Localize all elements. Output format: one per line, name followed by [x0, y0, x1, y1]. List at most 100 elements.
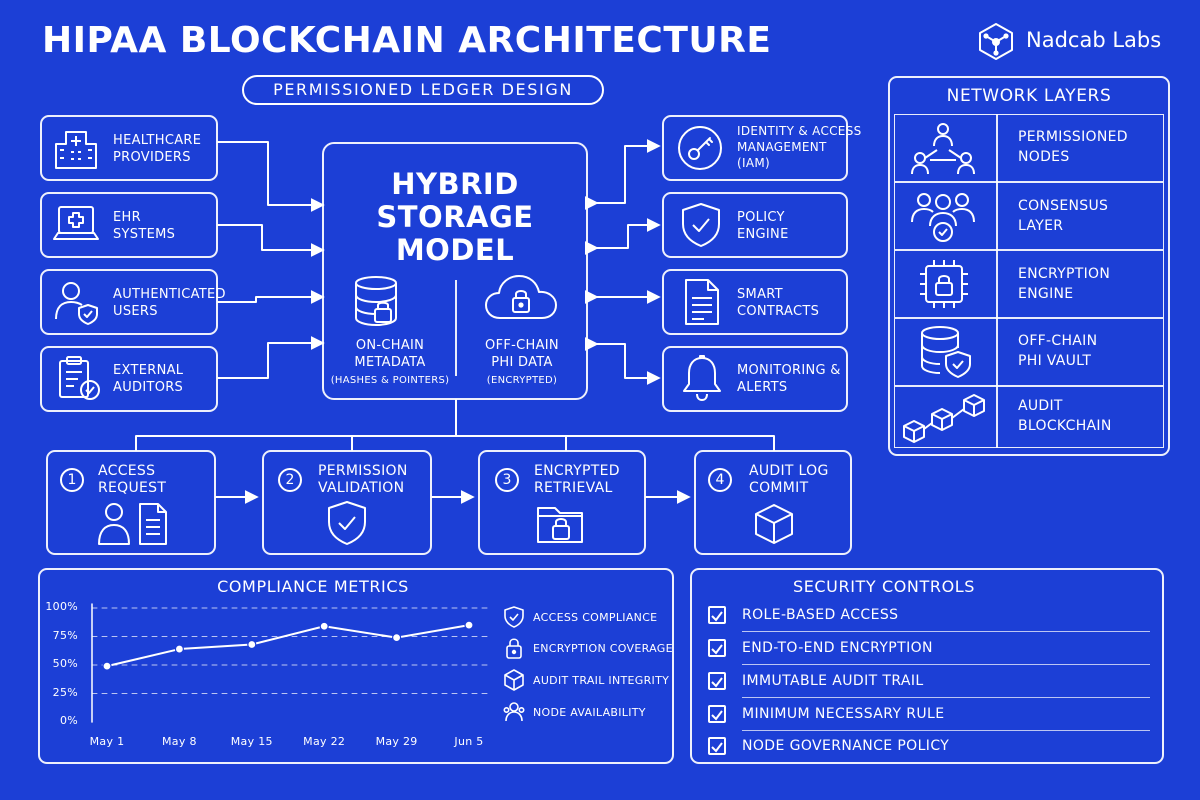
flow-step-access-request[interactable]	[46, 450, 216, 555]
source-label-ehr-systems: EHR SYSTEMS	[113, 210, 176, 242]
connector-users	[217, 290, 325, 304]
source-label-authenticated-users: AUTHENTICATED USERS	[113, 287, 226, 319]
chart-y-tick-label: 100%	[45, 600, 78, 613]
control-divider	[742, 697, 1150, 698]
page-title: HIPAA BLOCKCHAIN ARCHITECTURE	[42, 20, 772, 61]
layer-card-consensus-layer[interactable]	[996, 182, 1164, 250]
compliance-metrics-panel	[38, 568, 674, 764]
service-card-monitoring[interactable]	[662, 346, 848, 412]
hub-title: HYBRID STORAGE MODEL	[376, 167, 534, 267]
chart-series-line	[106, 624, 470, 668]
legend-label-node-availability: NODE AVAILABILITY	[533, 706, 646, 719]
connector-auditors	[217, 336, 325, 379]
legend-label-encryption-coverage: ENCRYPTION COVERAGE	[533, 642, 673, 655]
users-icon	[503, 701, 525, 723]
chart-data-point[interactable]	[102, 661, 112, 671]
chart-x-tick-label: May 22	[303, 735, 346, 748]
layer-label-permissioned-nodes: PERMISSIONED NODES	[1018, 129, 1128, 165]
source-label-healthcare-providers: HEALTHCARE PROVIDERS	[113, 133, 202, 165]
layer-card-encryption-engine[interactable]	[996, 250, 1164, 318]
shield-check-icon	[326, 500, 368, 546]
layer-card-off-chain-phi-vault[interactable]	[996, 318, 1164, 386]
layer-label-encryption-engine: ENCRYPTION ENGINE	[1018, 266, 1111, 302]
compliance-chart	[91, 603, 491, 723]
chart-x-tick-label: May 8	[162, 735, 197, 748]
connector-iam	[584, 139, 661, 210]
shield-check-icon	[504, 606, 524, 628]
key-icon	[676, 124, 724, 172]
checkbox-checked-icon[interactable]	[708, 606, 726, 624]
security-controls-panel	[690, 568, 1164, 764]
control-label-role-based-access: ROLE-BASED ACCESS	[742, 607, 899, 623]
step-label-permission-validation: PERMISSION VALIDATION	[318, 463, 408, 496]
cube-icon	[752, 502, 796, 546]
database-shield-icon	[918, 324, 974, 380]
checkbox-checked-icon[interactable]	[708, 672, 726, 690]
connector-providers	[217, 141, 325, 212]
control-label-end-to-end-encryption: END-TO-END ENCRYPTION	[742, 640, 933, 656]
layer-icon-cell-1	[894, 114, 998, 182]
chart-data-point[interactable]	[464, 620, 474, 630]
service-label-policy-engine: POLICY ENGINE	[737, 210, 789, 242]
checkbox-checked-icon[interactable]	[708, 639, 726, 657]
chart-data-point[interactable]	[392, 633, 402, 643]
network-layers-panel	[888, 76, 1170, 456]
bell-icon	[680, 354, 724, 402]
connector-ehr	[217, 224, 325, 257]
checkbox-checked-icon[interactable]	[708, 705, 726, 723]
source-label-external-auditors: EXTERNAL AUDITORS	[113, 363, 184, 395]
hybrid-storage-hub[interactable]	[322, 142, 588, 400]
layer-icon-cell-2	[894, 182, 998, 250]
user-document-icon	[96, 500, 170, 546]
layer-icon-cell-5	[894, 386, 998, 448]
network-layers-title: NETWORK LAYERS	[946, 86, 1112, 106]
control-label-node-governance-policy: NODE GOVERNANCE POLICY	[742, 738, 950, 754]
service-card-policy-engine[interactable]	[662, 192, 848, 258]
user-shield-icon	[52, 279, 100, 325]
block-chain-icon	[902, 391, 990, 443]
document-icon	[682, 278, 722, 326]
flow-step-permission-validation[interactable]	[262, 450, 432, 555]
control-divider	[742, 730, 1150, 731]
group-check-icon	[910, 188, 976, 244]
chip-lock-icon	[916, 256, 972, 312]
step-label-audit-log-commit: AUDIT LOG COMMIT	[749, 463, 829, 496]
step-number-4: 4	[708, 468, 732, 492]
hub-label-on-chain: ON-CHAIN METADATA	[354, 338, 426, 370]
service-label-iam: IDENTITY & ACCESS MANAGEMENT (IAM)	[737, 124, 862, 170]
flow-step-audit-log-commit[interactable]	[694, 450, 852, 555]
source-card-healthcare-providers[interactable]	[40, 115, 218, 181]
chart-data-point[interactable]	[174, 644, 184, 654]
checkbox-checked-icon[interactable]	[708, 737, 726, 755]
chart-y-tick-label: 0%	[59, 714, 78, 727]
layer-card-audit-blockchain[interactable]	[996, 386, 1164, 448]
chart-data-point[interactable]	[247, 639, 257, 650]
service-card-smart-contracts[interactable]	[662, 269, 848, 335]
step-number-3: 3	[495, 468, 519, 492]
control-label-immutable-audit-trail: IMMUTABLE AUDIT TRAIL	[742, 673, 924, 689]
chart-y-tick-label: 25%	[52, 685, 78, 699]
folder-lock-icon	[535, 500, 591, 546]
service-card-iam[interactable]	[662, 115, 848, 181]
lock-icon	[505, 637, 523, 659]
layer-label-consensus-layer: CONSENSUS LAYER	[1018, 198, 1109, 234]
hub-label-off-chain: OFF-CHAIN PHI DATA	[485, 338, 559, 370]
flow-step-encrypted-retrieval[interactable]	[478, 450, 646, 555]
brand-name: Nadcab Labs	[1026, 28, 1162, 52]
hub-sub-on-chain: (HASHES & POINTERS)	[330, 375, 450, 386]
brand-logo	[976, 22, 1016, 60]
step-label-encrypted-retrieval: ENCRYPTED RETRIEVAL	[534, 463, 620, 496]
source-card-authenticated-users[interactable]	[40, 269, 218, 335]
compliance-metrics-title: COMPLIANCE METRICS	[217, 577, 409, 596]
chart-data-point[interactable]	[319, 621, 329, 631]
source-card-ehr-systems[interactable]	[40, 192, 218, 258]
connector-hub-flow	[135, 399, 775, 451]
layer-card-permissioned-nodes[interactable]	[996, 114, 1164, 182]
chart-x-tick-label: May 1	[89, 735, 125, 748]
legend-label-access-compliance: ACCESS COMPLIANCE	[533, 611, 658, 624]
chart-x-tick-label: Jun 5	[454, 735, 484, 748]
chart-y-tick-label: 75%	[52, 628, 78, 642]
security-controls-title: SECURITY CONTROLS	[792, 577, 976, 596]
source-card-external-auditors[interactable]	[40, 346, 218, 412]
